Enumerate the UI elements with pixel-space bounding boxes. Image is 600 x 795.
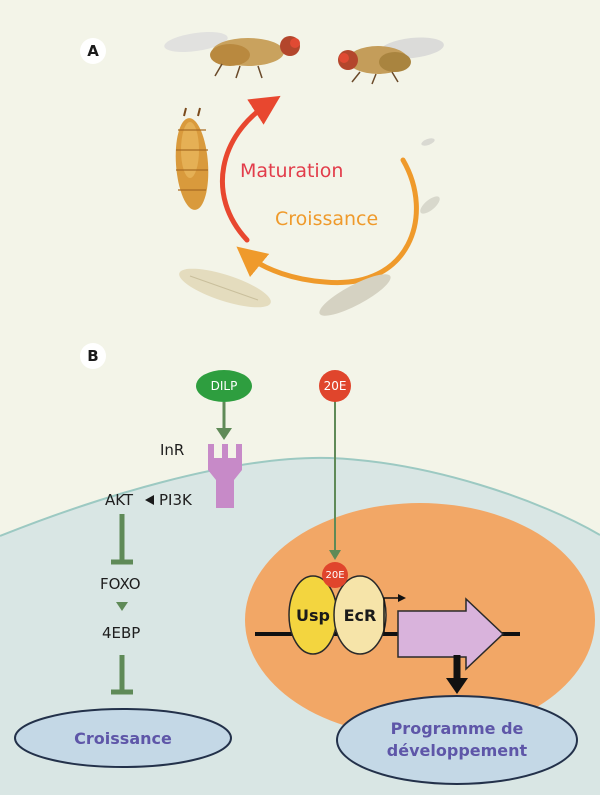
adult-fly-left-icon [164, 32, 300, 79]
croissance-cycle-label: Croissance [275, 208, 379, 230]
foxo-to-4ebp-arrow [116, 602, 128, 611]
ecdysone-ligand [319, 370, 351, 402]
growth-outcome-ellipse [14, 708, 232, 768]
maturation-label: Maturation [240, 160, 344, 182]
ecdysone-label: 20E [323, 379, 347, 393]
ecdysone-bound-ligand [322, 562, 348, 588]
foxo-label: FOXO [100, 575, 141, 593]
development-outcome: Programme de développement [337, 712, 577, 768]
inr-label: InR [160, 441, 185, 459]
maturation-arrow [220, 95, 281, 243]
dilp-label: DILP [210, 379, 238, 393]
larva-medium-icon [319, 274, 391, 316]
inr-receptor-icon [208, 444, 242, 508]
growth-outcome-label: Croissance [74, 728, 172, 748]
pi3k-label: PI3K [159, 491, 192, 509]
ecr-label: EcR [343, 605, 377, 625]
egg-icon [421, 138, 435, 146]
transcription-start-icon [383, 597, 400, 634]
development-outcome-line2: développement [386, 741, 528, 760]
life-cycle [164, 32, 444, 316]
larva-small-icon [420, 196, 440, 214]
akt-label: AKT [105, 491, 134, 509]
development-outcome-ellipse [336, 695, 578, 785]
ecdysone-bound-label: 20E [325, 569, 345, 581]
usp-label: Usp [296, 605, 330, 625]
ecr-receptor [333, 575, 387, 655]
pupa-icon [175, 107, 209, 210]
pi3k-to-akt-arrow [145, 495, 154, 505]
gene-arrow [397, 597, 505, 671]
4ebp-label: 4EBP [102, 624, 141, 642]
panel-b-label: B [80, 343, 106, 369]
larva-large-icon [179, 268, 271, 308]
development-outcome-line1: Programme de [390, 719, 524, 738]
panel-a-label: A [80, 38, 106, 64]
adult-fly-right-icon [338, 37, 444, 85]
growth-arrow [236, 157, 419, 286]
cell-membrane [0, 456, 600, 537]
dilp-ligand [196, 370, 252, 402]
